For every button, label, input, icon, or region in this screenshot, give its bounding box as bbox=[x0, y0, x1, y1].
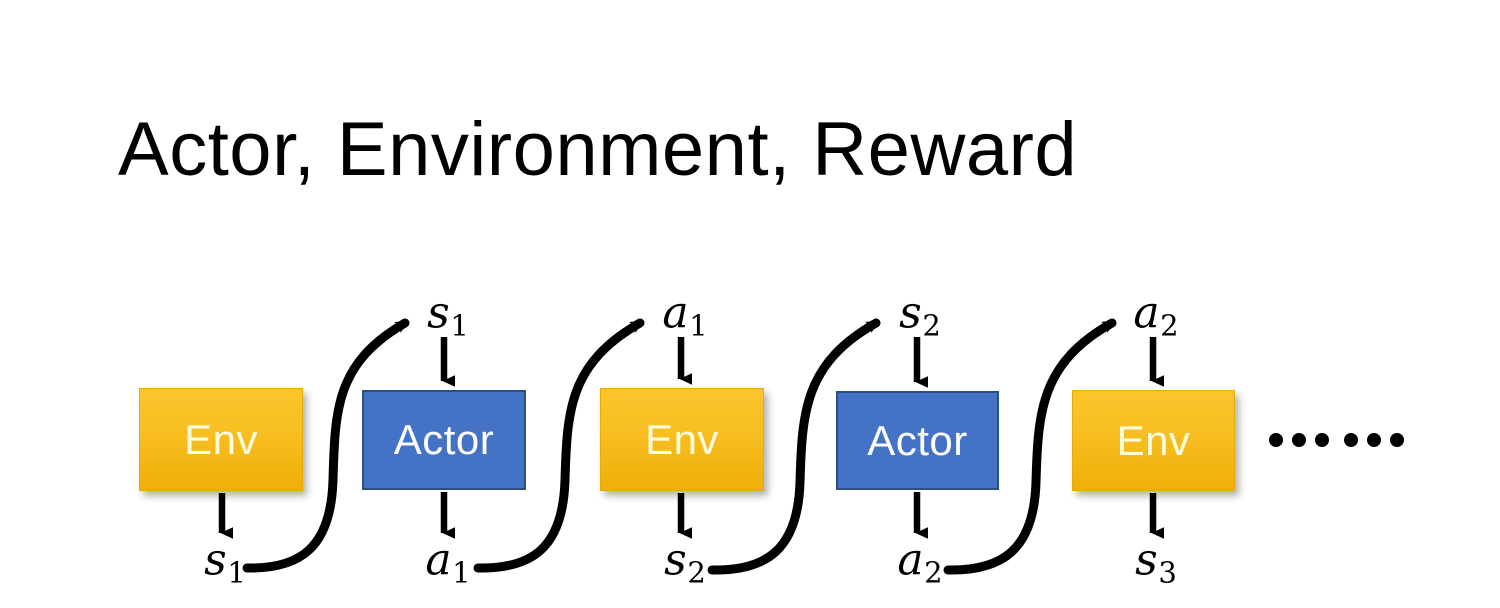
ellipsis-dot bbox=[1269, 433, 1283, 447]
subscript: 2 bbox=[924, 555, 943, 590]
subscript: 1 bbox=[450, 308, 469, 343]
symbol: s bbox=[1135, 534, 1158, 586]
label-bottom-s1: s1 bbox=[204, 538, 246, 587]
node-env-3[interactable]: Env bbox=[1072, 390, 1235, 491]
node-env-1[interactable]: Env bbox=[139, 388, 303, 491]
subscript: 2 bbox=[922, 308, 941, 343]
label-top-a1: a1 bbox=[662, 291, 707, 340]
label-bottom-s3: s3 bbox=[1135, 538, 1177, 587]
subscript: 2 bbox=[687, 555, 706, 590]
down-arrows-out-of-boxes bbox=[218, 492, 1164, 539]
symbol: a bbox=[897, 534, 924, 586]
symbol: s bbox=[204, 534, 227, 586]
node-env-2[interactable]: Env bbox=[600, 388, 764, 491]
label-top-s1: s1 bbox=[427, 291, 469, 340]
symbol: s bbox=[427, 287, 450, 339]
subscript: 2 bbox=[1160, 308, 1179, 343]
continuation-ellipsis-icon bbox=[1269, 433, 1404, 447]
ellipsis-dot bbox=[1367, 433, 1381, 447]
label-top-a2: a2 bbox=[1133, 291, 1178, 340]
label-top-s2: s2 bbox=[899, 291, 941, 340]
node-label: Env bbox=[645, 415, 719, 463]
node-label: Actor bbox=[393, 416, 495, 463]
ellipsis-dot bbox=[1344, 433, 1358, 447]
node-label: Env bbox=[184, 415, 258, 463]
down-arrows-into-boxes bbox=[440, 337, 1164, 388]
ellipsis-dot bbox=[1315, 433, 1329, 447]
symbol: s bbox=[899, 287, 922, 339]
symbol: a bbox=[1133, 287, 1160, 339]
ellipsis-dot bbox=[1292, 433, 1306, 447]
label-bottom-a2: a2 bbox=[897, 538, 942, 587]
symbol: s bbox=[664, 534, 687, 586]
label-bottom-a1: a1 bbox=[425, 538, 470, 587]
subscript: 1 bbox=[452, 555, 471, 590]
page-title: Actor, Environment, Reward bbox=[118, 107, 1078, 192]
subscript: 1 bbox=[689, 308, 708, 343]
symbol: a bbox=[425, 534, 452, 586]
symbol: a bbox=[662, 287, 689, 339]
subscript: 3 bbox=[1158, 555, 1177, 590]
node-actor-2[interactable]: Actor bbox=[836, 391, 999, 490]
ellipsis-dot bbox=[1390, 433, 1404, 447]
subscript: 1 bbox=[227, 555, 246, 590]
label-bottom-s2: s2 bbox=[664, 538, 706, 587]
node-actor-1[interactable]: Actor bbox=[362, 390, 526, 490]
node-label: Env bbox=[1116, 416, 1191, 464]
node-label: Actor bbox=[867, 416, 968, 464]
